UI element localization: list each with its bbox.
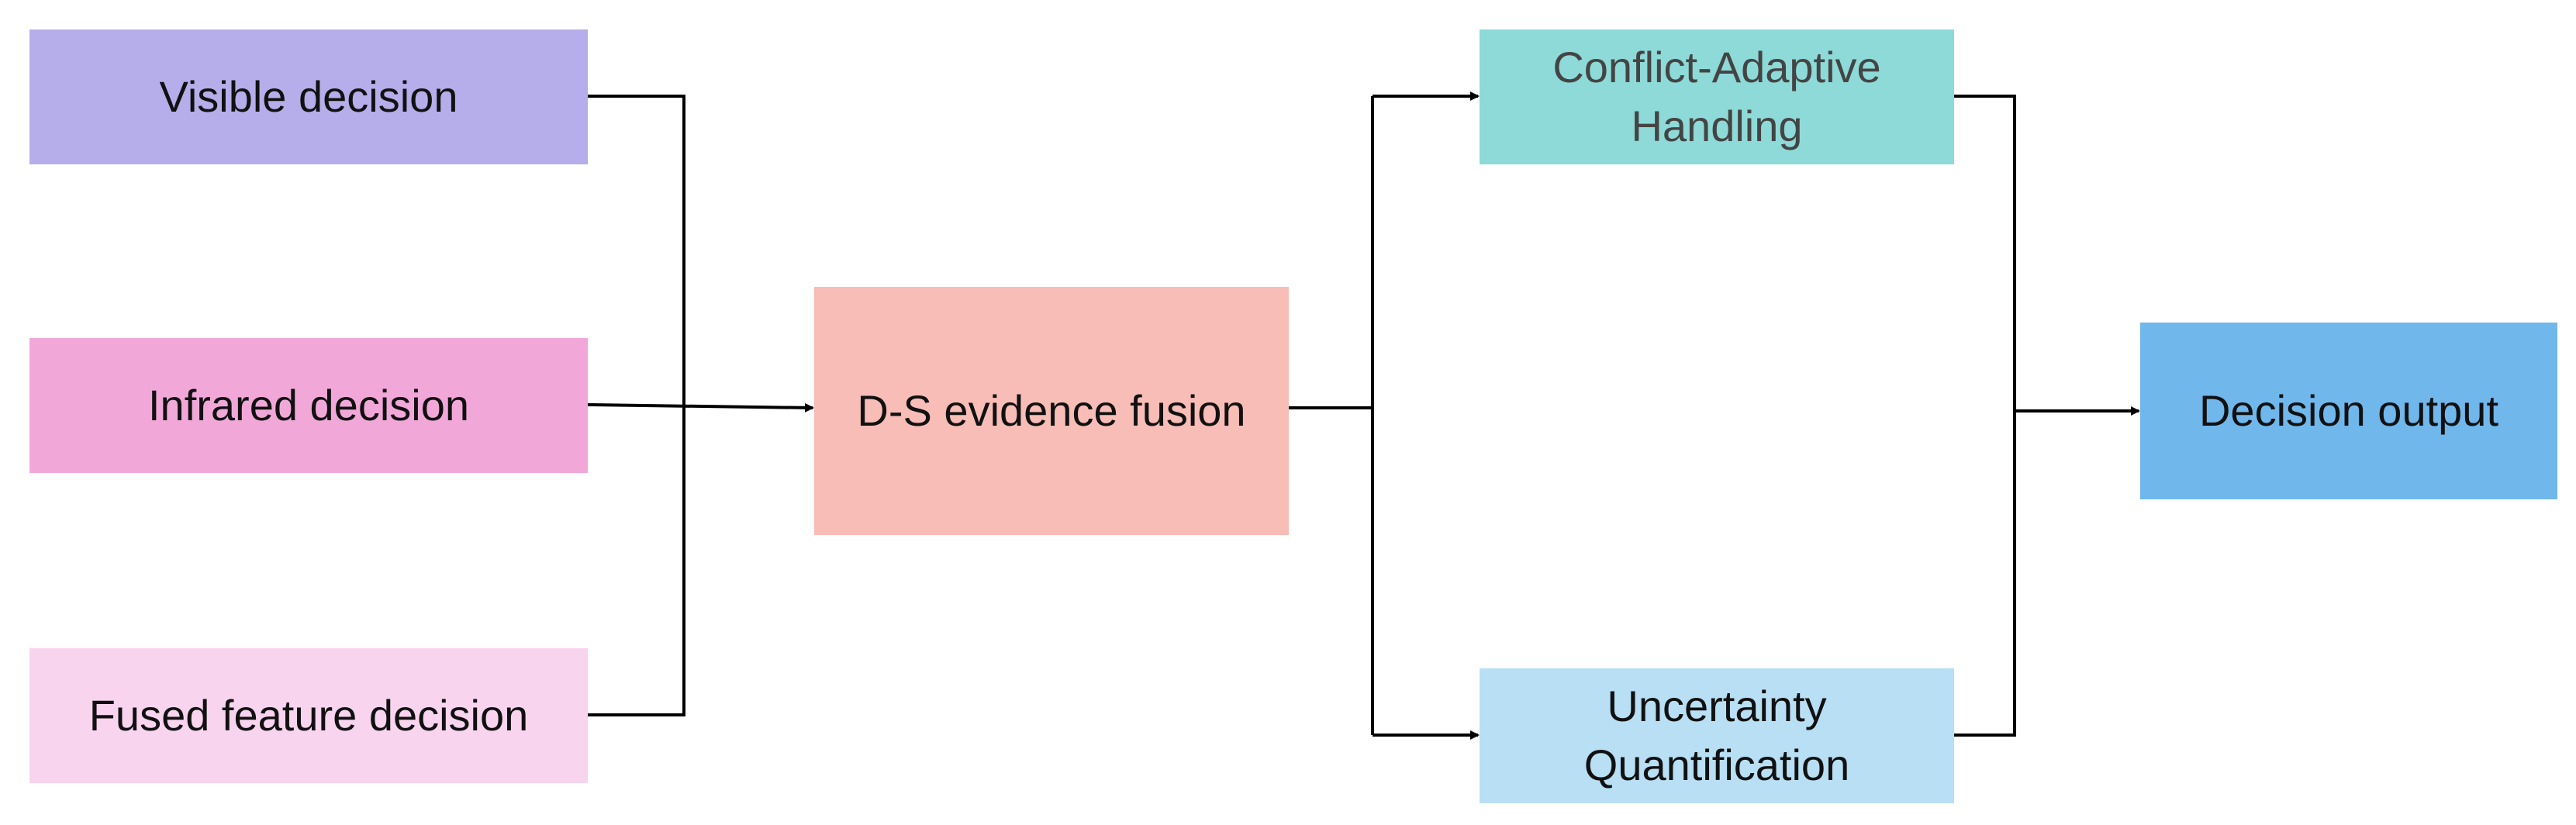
fused-feature-decision-label: Fused feature decision [88, 691, 529, 740]
fused-feature-decision-node: Fused feature decision [29, 648, 588, 783]
conflict-adaptive-handling-node: Conflict-Adaptive Handling [1480, 29, 1954, 164]
uncertainty-quantification-node: Uncertainty Quantification [1480, 668, 1954, 803]
ds-evidence-fusion-label: D-S evidence fusion [857, 386, 1246, 436]
decision-output-node: Decision output [2140, 323, 2557, 499]
uncertainty-quantification-label: Uncertainty Quantification [1583, 682, 1850, 789]
visible-decision-label: Visible decision [159, 72, 458, 122]
connector-conflict-to-output [1954, 95, 2016, 411]
connector-visible-to-ds [588, 95, 685, 408]
infrared-decision-label: Infrared decision [147, 381, 469, 430]
connector-infrared-to-ds [587, 402, 814, 412]
ds-evidence-fusion-node: D-S evidence fusion [814, 287, 1289, 535]
infrared-decision-node: Infrared decision [29, 338, 588, 473]
connector-fused-to-ds [588, 408, 685, 716]
decision-output-label: Decision output [2198, 386, 2498, 436]
connector-uncertainty-to-output [1954, 411, 2016, 737]
conflict-adaptive-handling-label: Conflict-Adaptive Handling [1552, 43, 1881, 150]
visible-decision-node: Visible decision [29, 29, 588, 164]
